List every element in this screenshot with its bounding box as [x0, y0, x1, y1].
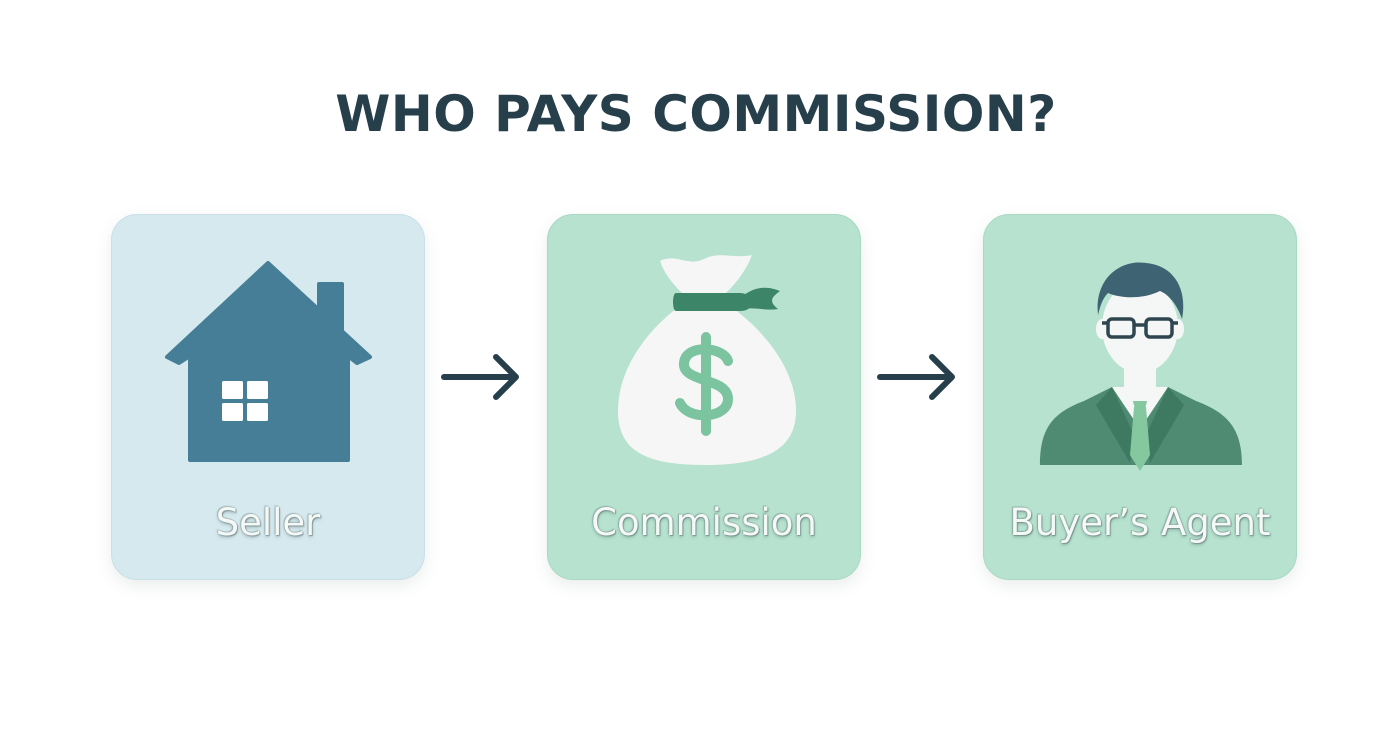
- diagram-title: WHO PAYS COMMISSION?: [335, 85, 1057, 143]
- arrow-right-icon: [877, 354, 955, 400]
- agent-label: Buyer’s Agent: [1009, 501, 1271, 544]
- seller-label: Seller: [215, 501, 321, 544]
- house-icon: [165, 261, 372, 462]
- agent-card: Buyer’s Agent: [983, 214, 1297, 580]
- money-bag-icon: [618, 255, 796, 465]
- commission-card: Commission: [547, 214, 861, 580]
- arrow-right-icon: [441, 354, 519, 400]
- commission-label: Commission: [591, 501, 817, 544]
- agent-person-icon: [1040, 262, 1242, 471]
- seller-card: Seller: [111, 214, 425, 580]
